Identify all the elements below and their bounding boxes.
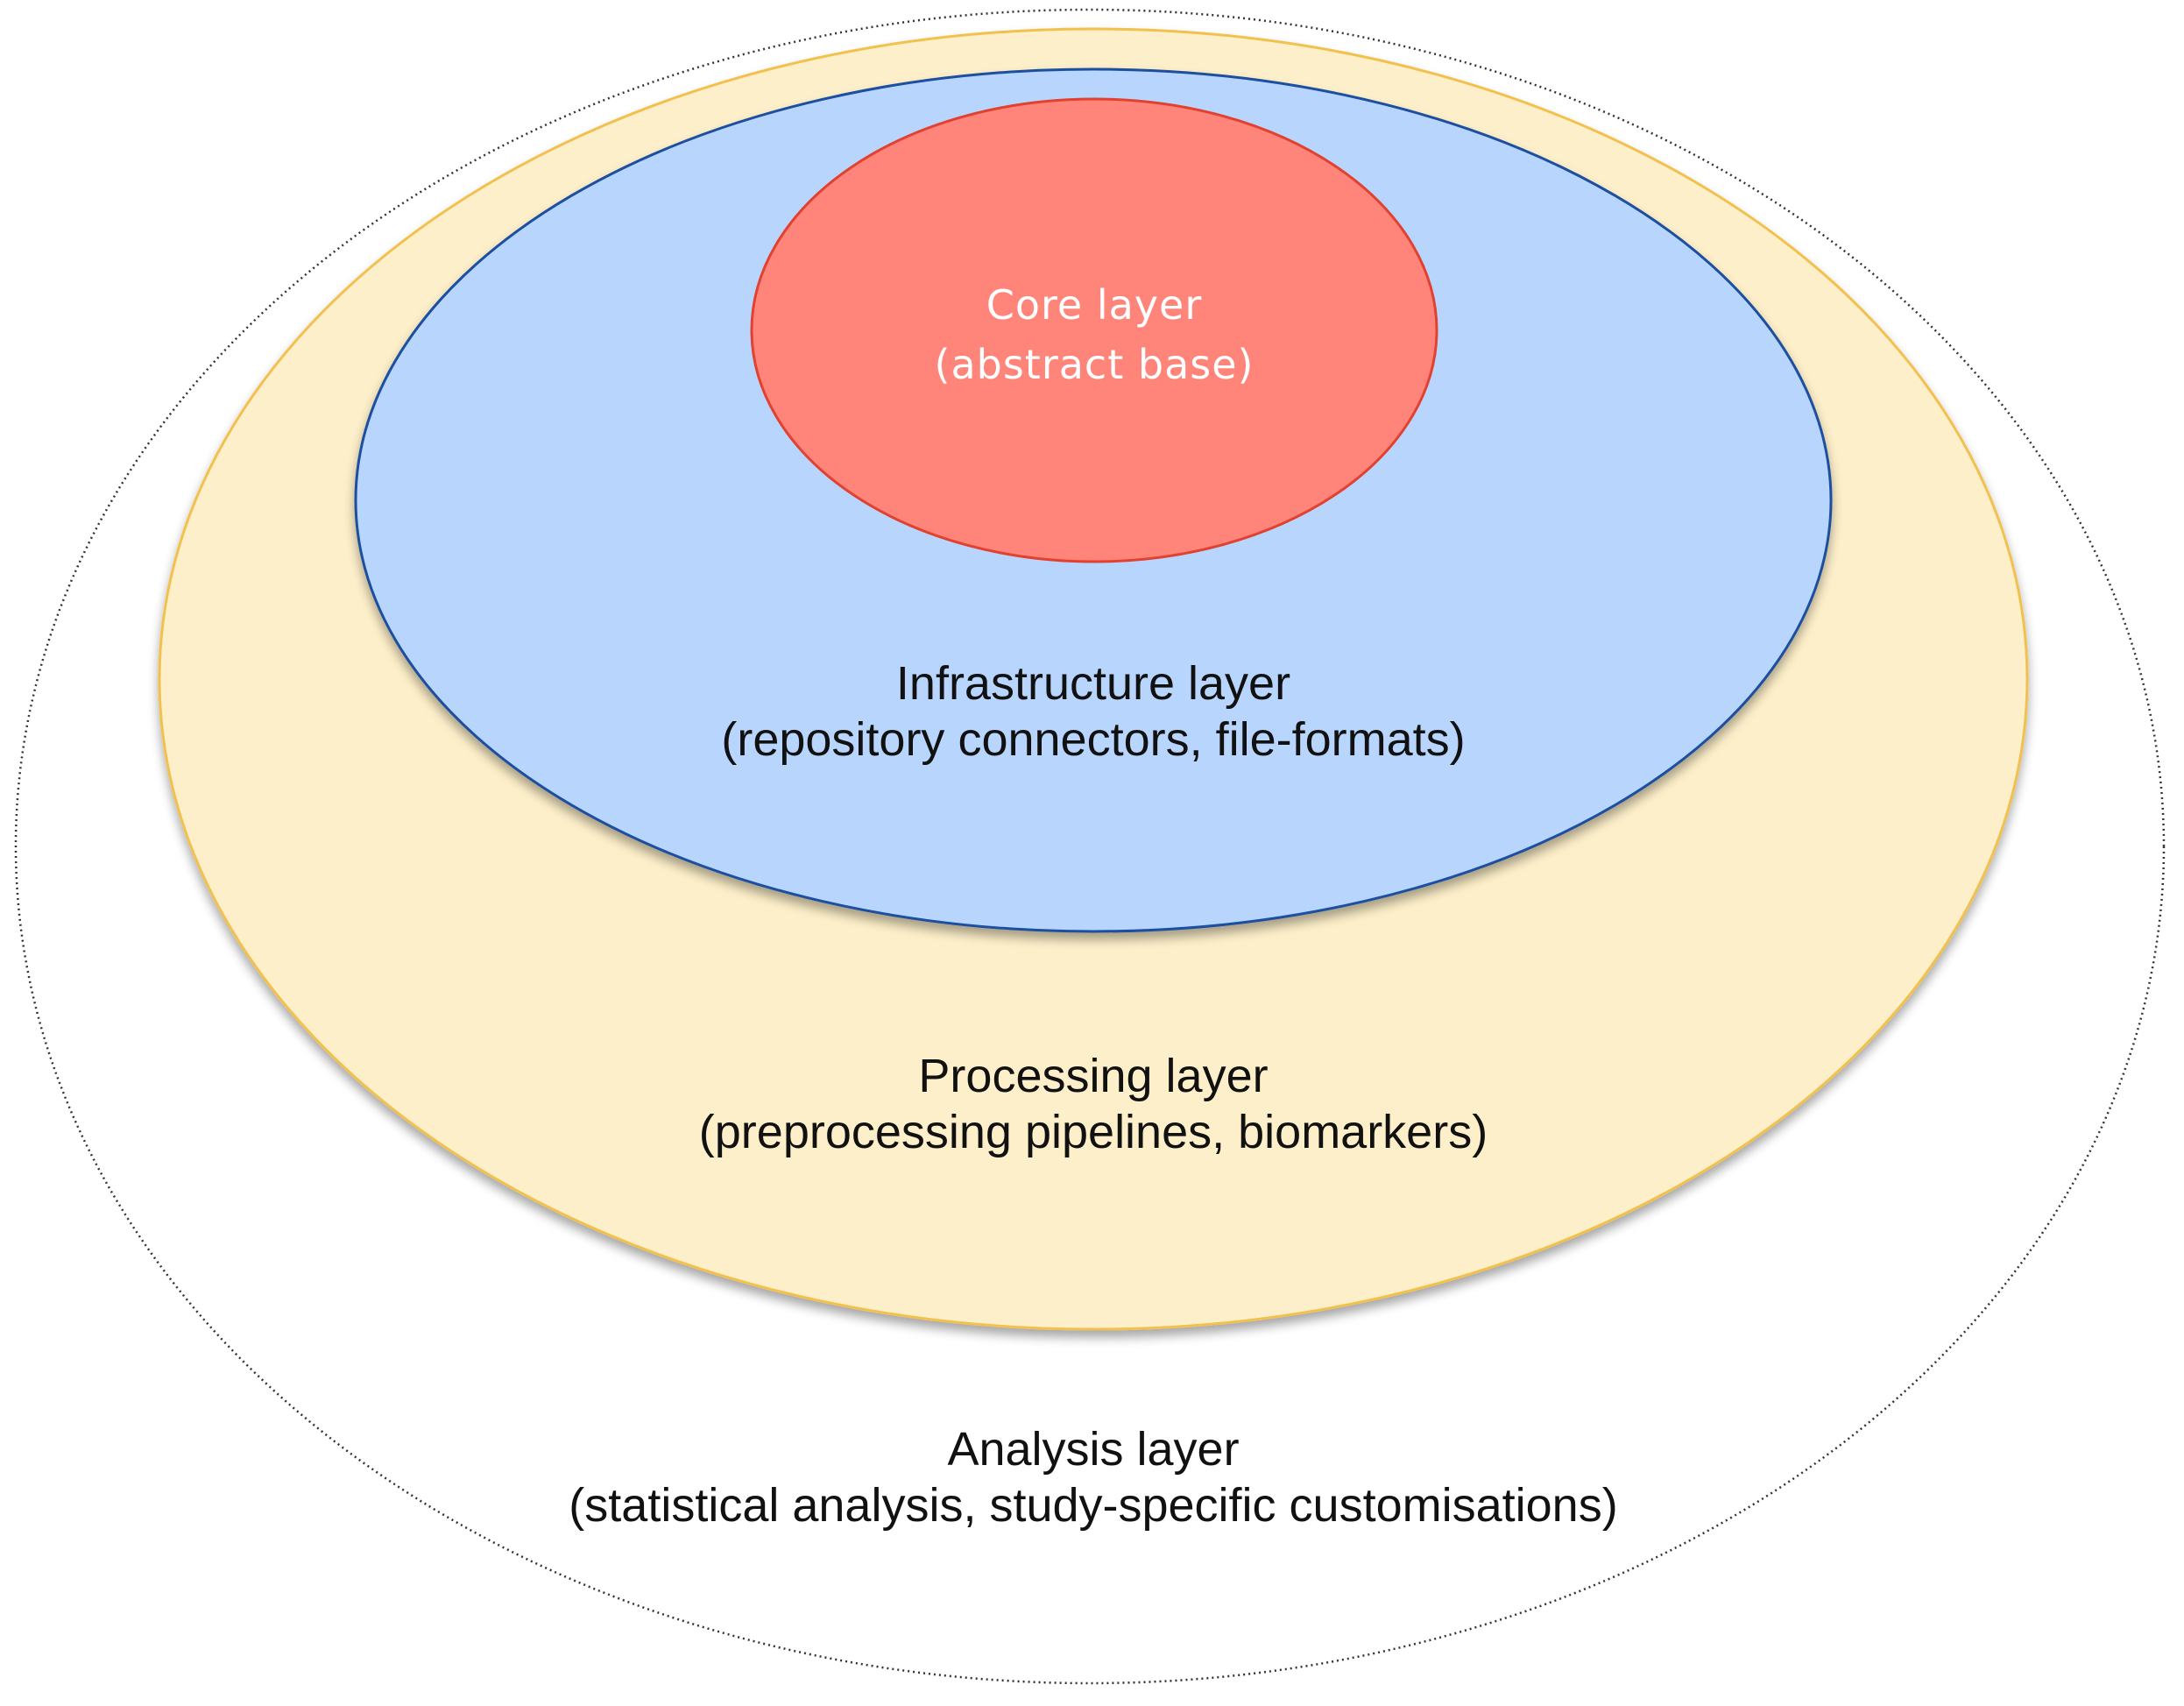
processing-layer-title: Processing layer xyxy=(918,1050,1268,1102)
core-layer-ellipse xyxy=(750,97,1438,563)
analysis-layer-title: Analysis layer xyxy=(947,1423,1239,1476)
infrastructure-layer-title: Infrastructure layer xyxy=(896,657,1290,710)
analysis-layer-description: (statistical analysis, study-specific cu… xyxy=(569,1479,1617,1532)
processing-layer-description: (preprocessing pipelines, biomarkers) xyxy=(699,1106,1488,1158)
core-layer-title: Core layer xyxy=(986,281,1203,329)
infrastructure-layer-description: (repository connectors, file-formats) xyxy=(721,713,1465,766)
core-layer-description: (abstract base) xyxy=(935,341,1255,388)
